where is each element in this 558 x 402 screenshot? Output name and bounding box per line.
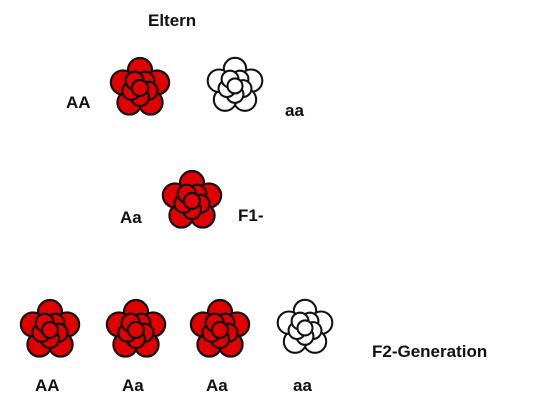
- flower-icon-f2-2: [105, 298, 167, 358]
- f2-generation-label: F2-Generation: [372, 342, 488, 361]
- flower-icon-f2-1: [19, 298, 81, 358]
- flower-icon-parent-recessive: [206, 56, 264, 112]
- parents-title: Eltern: [148, 11, 197, 30]
- flower-icon-f1: [161, 169, 223, 229]
- flower-icon-f2-3: [189, 298, 251, 358]
- genotype-label-parent-left: AA: [66, 93, 91, 112]
- flower-icon-f2-4: [276, 298, 334, 354]
- genotype-label-f1: Aa: [120, 208, 142, 227]
- flower-icon-parent-dominant: [109, 56, 171, 116]
- f1-generation-label: F1-: [238, 206, 264, 225]
- genotype-label-f2-1: AA: [35, 376, 60, 395]
- genotype-label-parent-right: aa: [285, 101, 304, 120]
- genotype-label-f2-3: Aa: [206, 376, 228, 395]
- genotype-label-f2-4: aa: [293, 376, 312, 395]
- genotype-label-f2-2: Aa: [122, 376, 144, 395]
